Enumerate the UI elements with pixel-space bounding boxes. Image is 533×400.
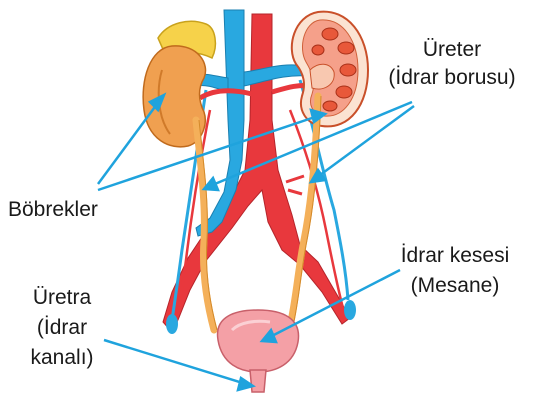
label-ureter-line2: (İdrar borusu) (388, 66, 515, 89)
label-bladder-line1: İdrar kesesi (401, 244, 510, 267)
arrowhead (204, 178, 218, 190)
ureter-right (290, 96, 318, 326)
vein-end-right (344, 300, 356, 320)
pyramid (340, 64, 356, 76)
pyramid (312, 45, 324, 55)
vein-end-left (166, 314, 178, 334)
pyramid (322, 28, 338, 40)
label-kidneys: Böbrekler (8, 198, 98, 221)
pyramid (323, 101, 337, 111)
label-ureter-line1: Üreter (423, 38, 481, 61)
label-urethra-line1: Üretra (33, 286, 92, 309)
pointer-bladder (268, 270, 400, 338)
urethra (250, 370, 266, 392)
right-kidney (292, 12, 368, 127)
pyramid (336, 86, 352, 98)
label-urethra-line2: (İdrar (37, 316, 87, 339)
label-bladder-line2: (Mesane) (411, 274, 500, 297)
bladder (218, 310, 299, 372)
label-urethra-line3: kanalı) (30, 346, 93, 369)
red-branch-center (286, 176, 304, 194)
pointer-kidney-right (98, 116, 318, 190)
pyramid (338, 42, 354, 54)
